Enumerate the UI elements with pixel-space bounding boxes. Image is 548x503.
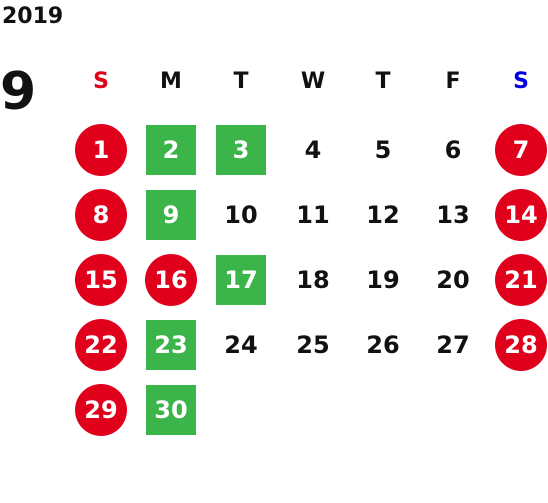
day-cell[interactable]: 6 — [444, 136, 462, 164]
marked-day-cell[interactable]: 2 — [146, 125, 196, 175]
marked-day-cell[interactable]: 23 — [146, 320, 196, 370]
marked-day-cell[interactable]: 9 — [146, 190, 196, 240]
holiday-day-cell[interactable]: 15 — [75, 254, 127, 306]
day-cell[interactable]: 20 — [436, 266, 470, 294]
marked-day-cell[interactable]: 3 — [216, 125, 266, 175]
weekday-label: S — [513, 68, 529, 94]
marked-day-cell[interactable]: 17 — [216, 255, 266, 305]
day-cell[interactable]: 25 — [296, 331, 330, 359]
day-cell[interactable]: 26 — [366, 331, 400, 359]
marked-day-cell[interactable]: 30 — [146, 385, 196, 435]
weekday-label: T — [375, 68, 391, 94]
holiday-day-cell[interactable]: 29 — [75, 384, 127, 436]
holiday-day-cell[interactable]: 14 — [495, 189, 547, 241]
year-label: 2019 — [2, 4, 64, 29]
day-cell[interactable]: 10 — [224, 201, 258, 229]
weekday-label: S — [93, 68, 109, 94]
holiday-day-cell[interactable]: 16 — [145, 254, 197, 306]
weekday-label: M — [160, 68, 182, 94]
day-cell[interactable]: 12 — [366, 201, 400, 229]
day-cell[interactable]: 27 — [436, 331, 470, 359]
weekday-label: T — [233, 68, 249, 94]
weekday-label: F — [445, 68, 461, 94]
weekday-label: W — [300, 68, 326, 94]
holiday-day-cell[interactable]: 8 — [75, 189, 127, 241]
day-cell[interactable]: 11 — [296, 201, 330, 229]
holiday-day-cell[interactable]: 22 — [75, 319, 127, 371]
day-cell[interactable]: 19 — [366, 266, 400, 294]
holiday-day-cell[interactable]: 21 — [495, 254, 547, 306]
month-label: 9 — [0, 62, 37, 122]
holiday-day-cell[interactable]: 7 — [495, 124, 547, 176]
day-cell[interactable]: 13 — [436, 201, 470, 229]
day-cell[interactable]: 5 — [374, 136, 392, 164]
holiday-day-cell[interactable]: 28 — [495, 319, 547, 371]
day-cell[interactable]: 24 — [224, 331, 258, 359]
holiday-day-cell[interactable]: 1 — [75, 124, 127, 176]
day-cell[interactable]: 18 — [296, 266, 330, 294]
day-cell[interactable]: 4 — [304, 136, 322, 164]
